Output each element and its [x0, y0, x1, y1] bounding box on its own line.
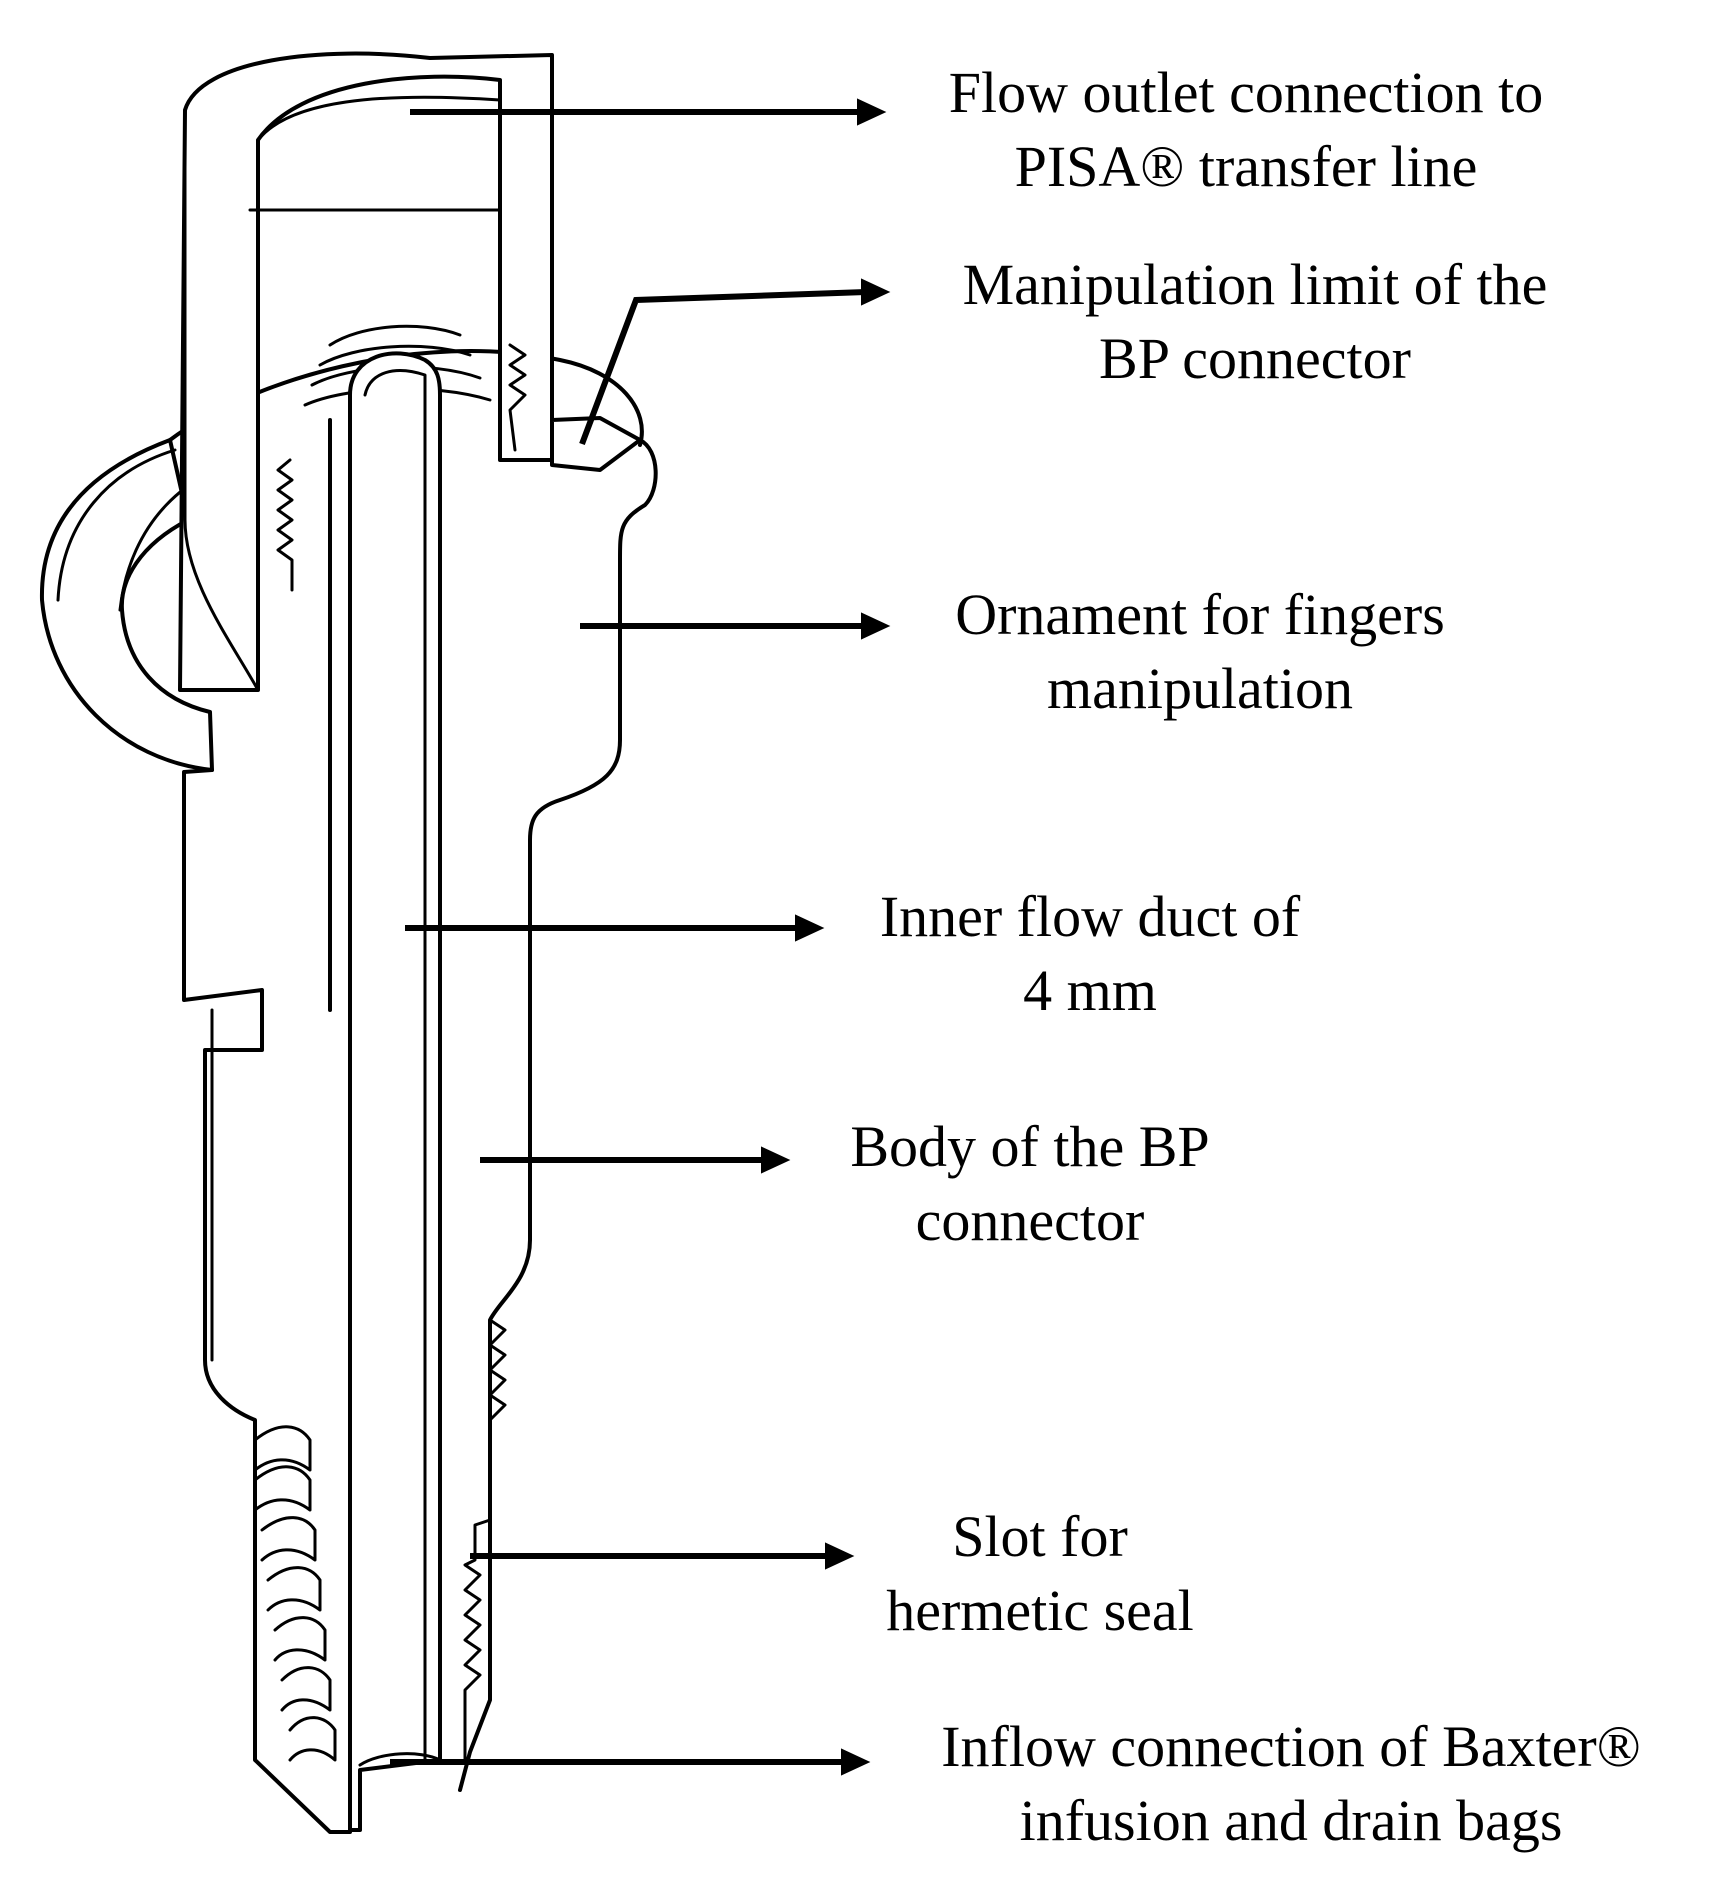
right-teeth: [463, 1318, 507, 1762]
arrow-inflow-head: [841, 1748, 871, 1776]
thread-top: [303, 324, 492, 407]
thread-left-teeth: [276, 458, 294, 592]
thread-right-teeth: [508, 343, 527, 452]
label-body-line2: connector: [915, 1188, 1145, 1253]
spiral-outer-edge: [253, 1438, 352, 1834]
label-manipulation-limit-line2: BP connector: [1099, 326, 1411, 391]
label-inflow-line2: infusion and drain bags: [1019, 1788, 1563, 1853]
label-manipulation-limit: Manipulation limit of the BP connector: [890, 248, 1620, 396]
label-body: Body of the BP connector: [790, 1110, 1270, 1258]
spiral-thread: [253, 1425, 337, 1762]
arrow-body-head: [761, 1146, 791, 1174]
inner-duct-bottom: [358, 1752, 442, 1767]
label-inner-duct: Inner flow duct of 4 mm: [820, 880, 1360, 1028]
label-flow-outlet-line1: Flow outlet connection to: [948, 60, 1544, 125]
body-outer-right: [458, 438, 658, 1792]
label-inflow-line1: Inflow connection of Baxter®: [941, 1714, 1641, 1779]
label-manipulation-limit-line1: Manipulation limit of the: [962, 252, 1548, 317]
arrow-ornament-head: [861, 612, 891, 640]
label-slot-line2: hermetic seal: [886, 1578, 1194, 1643]
connector-body-section: [39, 51, 658, 1834]
leader-arrows: [390, 98, 891, 1776]
label-inner-duct-line1: Inner flow duct of: [879, 884, 1301, 949]
label-slot: Slot for hermetic seal: [820, 1500, 1260, 1648]
arrow-flow-outlet-head: [857, 98, 887, 126]
flange-ring: [39, 438, 214, 772]
label-inflow: Inflow connection of Baxter® infusion an…: [866, 1710, 1716, 1858]
inner-duct: [348, 351, 442, 1832]
label-ornament-line1: Ornament for fingers: [955, 582, 1445, 647]
label-ornament-line2: manipulation: [1046, 656, 1354, 721]
limit-notch: [550, 416, 642, 472]
arrow-slot-head: [825, 1542, 855, 1570]
flange-inner-curve: [56, 448, 177, 602]
top-cap-rim: [256, 95, 502, 142]
arrow-manipulation-limit-head: [861, 278, 891, 306]
label-flow-outlet: Flow outlet connection to PISA® transfer…: [886, 56, 1606, 204]
label-inner-duct-line2: 4 mm: [1023, 958, 1157, 1023]
label-ornament: Ornament for fingers manipulation: [890, 578, 1510, 726]
label-slot-line1: Slot for: [952, 1504, 1128, 1569]
inner-duct-wall: [363, 369, 427, 1762]
label-body-line1: Body of the BP: [850, 1114, 1210, 1179]
top-cap-bevel: [183, 108, 260, 692]
arrow-inner-duct-head: [795, 914, 825, 942]
body-outer-left: [182, 768, 264, 1452]
arrow-manipulation-limit: [579, 289, 867, 446]
label-flow-outlet-line2: PISA® transfer line: [1014, 134, 1478, 199]
